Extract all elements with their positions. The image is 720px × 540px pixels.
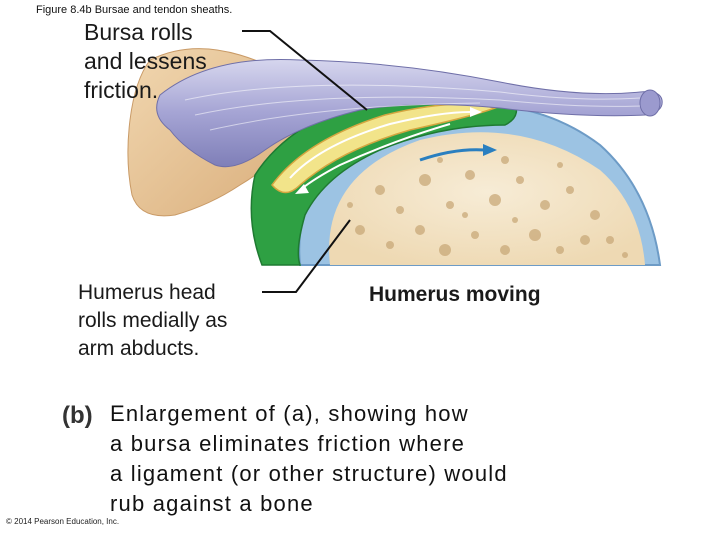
panel-letter: (b) xyxy=(62,402,93,429)
ligament-fibers xyxy=(184,84,641,131)
ligament xyxy=(156,58,663,168)
leader-line-humerus-head xyxy=(262,219,351,293)
label-humerus-head: Humerus head rolls medially as arm abduc… xyxy=(78,281,228,360)
ligament-cut-end xyxy=(639,89,661,117)
copyright-notice: © 2014 Pearson Education, Inc. xyxy=(6,517,120,526)
figure-title: Figure 8.4b Bursae and tendon sheaths. xyxy=(36,4,233,16)
label-bursa-rolls: Bursa rolls and lessens friction. xyxy=(84,19,207,103)
figure-caption: Enlargement of (a), showing how a bursa … xyxy=(110,401,508,516)
humerus-head xyxy=(298,104,662,266)
humerus-motion-arrow xyxy=(419,144,497,162)
leader-line-bursa xyxy=(242,30,368,111)
label-humerus-moving: Humerus moving xyxy=(369,283,541,306)
